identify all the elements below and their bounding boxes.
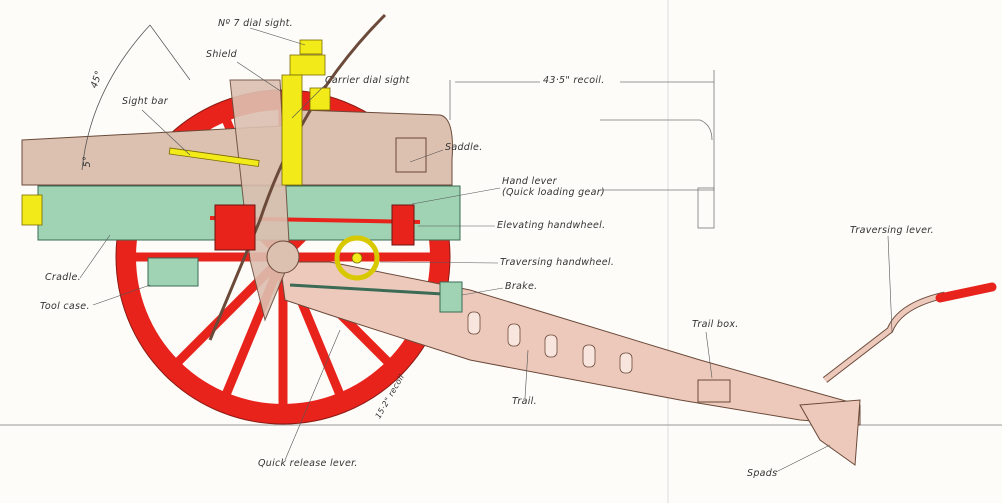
spade bbox=[799, 399, 861, 466]
label-recoil-long: 43·5" recoil. bbox=[543, 75, 605, 86]
brake bbox=[439, 281, 463, 313]
label-brake: Brake. bbox=[505, 281, 538, 292]
label-angle-5: 5° bbox=[82, 155, 94, 168]
label-saddle: Saddle. bbox=[445, 142, 483, 153]
trail-box bbox=[697, 379, 731, 403]
traversing-lever-handle bbox=[935, 282, 997, 303]
tool-case bbox=[147, 257, 199, 287]
label-cradle: Cradle. bbox=[45, 272, 81, 283]
sights bbox=[21, 39, 380, 281]
elevating-gear bbox=[391, 204, 415, 246]
leader-lines bbox=[79, 27, 893, 473]
label-hand-lever: Hand lever bbox=[502, 176, 557, 187]
label-tool-case: Tool case. bbox=[40, 301, 90, 312]
recoil-outline bbox=[449, 70, 715, 229]
trail-slots bbox=[467, 311, 633, 374]
brake-rod bbox=[289, 283, 461, 297]
label-traversing-lever: Traversing lever. bbox=[850, 225, 934, 236]
label-trail-box: Trail box. bbox=[692, 319, 739, 330]
elevation-arc bbox=[81, 24, 151, 171]
label-trail: Trail. bbox=[512, 396, 537, 407]
label-spads: Spads bbox=[747, 468, 778, 479]
label-quick-release-lever: Quick release lever. bbox=[258, 458, 358, 469]
axle-hub bbox=[266, 240, 300, 274]
label-carrier-dial-sight: Carrier dial sight bbox=[325, 75, 410, 86]
label-hand-lever-note: (Quick loading gear) bbox=[502, 187, 605, 198]
label-sight-bar: Sight bar bbox=[122, 96, 168, 107]
label-dial-sight: Nº 7 dial sight. bbox=[218, 18, 294, 29]
saddle-block bbox=[395, 137, 427, 173]
label-elevating-handwheel: Elevating handwheel. bbox=[497, 220, 606, 231]
label-traversing-handwheel: Traversing handwheel. bbox=[500, 257, 615, 268]
label-shield: Shield bbox=[206, 49, 238, 60]
gun-body-block bbox=[214, 204, 256, 251]
